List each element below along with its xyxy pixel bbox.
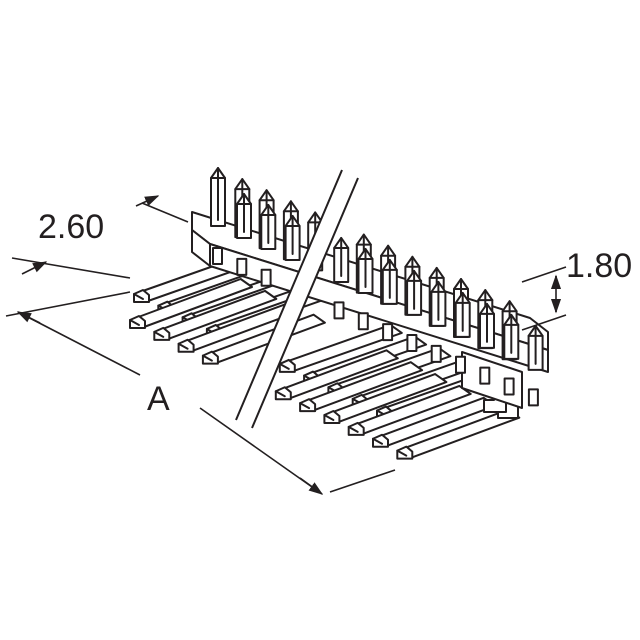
front-tail-edge <box>372 437 383 445</box>
front-tail-edge <box>177 342 189 350</box>
insulator-slot <box>260 268 272 287</box>
insulator-slot <box>527 388 539 407</box>
height-dimension-label: 1.80 <box>566 247 633 285</box>
front-tail-edge <box>299 402 311 410</box>
front-tail-tip <box>323 410 341 425</box>
front-tail-tip <box>396 445 414 460</box>
length-dimension-label: A <box>147 380 170 418</box>
extension-line <box>5 291 131 317</box>
extension-line <box>329 469 396 493</box>
front-tail-tip <box>153 326 171 341</box>
front-tail-tip <box>201 350 219 365</box>
dimension-arrow <box>21 261 48 275</box>
front-tail-edge <box>153 330 165 338</box>
insulator-slot <box>357 312 369 331</box>
front-tail-tip <box>129 315 146 329</box>
insulator-slot <box>236 257 248 276</box>
dimension-height <box>521 266 567 331</box>
extension-line <box>141 202 189 223</box>
front-tail-edge <box>274 390 286 398</box>
insulator-slot <box>455 355 466 374</box>
insulator-slot <box>406 334 418 353</box>
back-tail-edge <box>133 293 144 300</box>
back-tail-tip <box>278 358 296 373</box>
insulator-slot <box>430 344 442 363</box>
insulator-slot <box>212 247 223 265</box>
dimension-arrow <box>16 311 41 324</box>
dimension-pitch <box>11 195 189 279</box>
front-tail-edge <box>201 354 213 362</box>
insulator-slot <box>333 301 345 320</box>
front-tail-edge <box>396 449 408 457</box>
back-tail-tip <box>133 289 150 303</box>
back-tail-edge <box>278 362 290 370</box>
front-tail-tip <box>177 338 195 353</box>
extension-line <box>521 266 567 283</box>
extension-line <box>11 257 131 279</box>
front-tail-edge <box>347 425 359 433</box>
dimension-arrow <box>299 477 324 495</box>
pitch-dimension-label: 2.60 <box>38 208 105 246</box>
dimension-length <box>5 291 396 495</box>
break-mark <box>235 169 359 429</box>
dimension-arrow <box>135 195 160 207</box>
front-tail-tip <box>274 386 292 401</box>
front-tail-tip <box>299 398 317 413</box>
front-tail-edge <box>129 319 140 326</box>
extension-line <box>521 314 567 331</box>
front-tail-tip <box>347 421 365 436</box>
insulator-slot <box>382 323 394 342</box>
insulator-slot <box>503 377 515 396</box>
front-tail-tip <box>372 433 389 448</box>
insulator-slot <box>479 366 491 385</box>
front-tail-edge <box>323 414 335 422</box>
